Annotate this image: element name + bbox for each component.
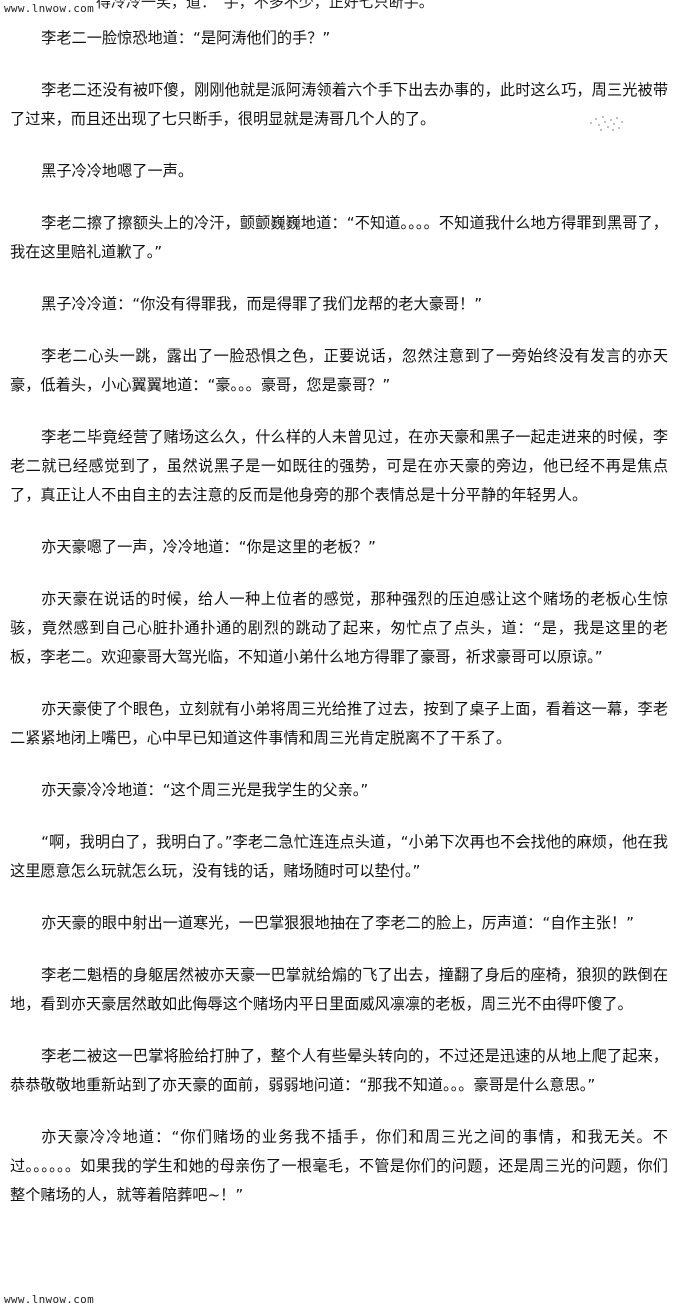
paragraph: 亦天豪冷冷地道：“你们赌场的业务我不插手，你们和周三光之间的事情，和我无关。不过…	[10, 1128, 668, 1204]
paragraph: 黑子冷冷地嗯了一声。	[41, 162, 194, 180]
paragraph: 李老二一脸惊恐地道：“是阿涛他们的手？”	[41, 29, 331, 47]
paragraph: 黑子冷冷道：“你没有得罪我，而是得罪了我们龙帮的老大豪哥！”	[41, 295, 483, 313]
paragraph: 亦天豪在说话的时候，给人一种上位者的感觉，那种强烈的压迫感让这个赌场的老板心生惊…	[10, 590, 668, 666]
article-body: 李老二一脸惊恐地道：“是阿涛他们的手？” 李老二还没有被吓傻，刚刚他就是派阿涛领…	[10, 24, 668, 1233]
paragraph: 亦天豪冷冷地道：“这个周三光是我学生的父亲。”	[41, 781, 369, 799]
paragraph: 李老二擦了擦额头上的冷汗，颤颤巍巍地道：“不知道。。。。不知道我什么地方得罪到黑…	[10, 214, 668, 261]
scan-noise-decoration	[590, 116, 623, 131]
paragraph: “啊，我明白了，我明白了。”李老二急忙连连点头道，“小弟下次再也不会找他的麻烦，…	[10, 833, 668, 880]
cropped-top-line: 得冷冷一笑，道：“手，不多不少，正好七只断手。	[96, 0, 434, 11]
paragraph: 李老二还没有被吓傻，刚刚他就是派阿涛领着六个手下出去办事的，此时这么巧，周三光被…	[10, 81, 668, 128]
paragraph: 亦天豪的眼中射出一道寒光，一巴掌狠狠地抽在了李老二的脸上，厉声道：“自作主张！”	[41, 914, 635, 932]
paragraph: 李老二心头一跳，露出了一脸恐惧之色，正要说话，忽然注意到了一旁始终没有发言的亦天…	[10, 347, 668, 394]
paragraph: 李老二被这一巴掌将脸给打肿了，整个人有些晕头转向的，不过还是迅速的从地上爬了起来…	[10, 1047, 668, 1094]
site-watermark-bottom: www.lnwow.com	[4, 1293, 94, 1306]
paragraph: 李老二毕竟经营了赌场这么久，什么样的人未曾见过，在亦天豪和黑子一起走进来的时候，…	[10, 428, 668, 504]
paragraph: 亦天豪使了个眼色，立刻就有小弟将周三光给推了过去，按到了桌子上面，看着这一幕，李…	[10, 700, 668, 747]
site-watermark-top: www.lnwow.com	[4, 2, 94, 15]
paragraph: 亦天豪嗯了一声，冷冷地道：“你是这里的老板？”	[41, 538, 376, 556]
paragraph: 李老二魁梧的身躯居然被亦天豪一巴掌就给煽的飞了出去，撞翻了身后的座椅，狼狈的跌倒…	[10, 966, 668, 1013]
